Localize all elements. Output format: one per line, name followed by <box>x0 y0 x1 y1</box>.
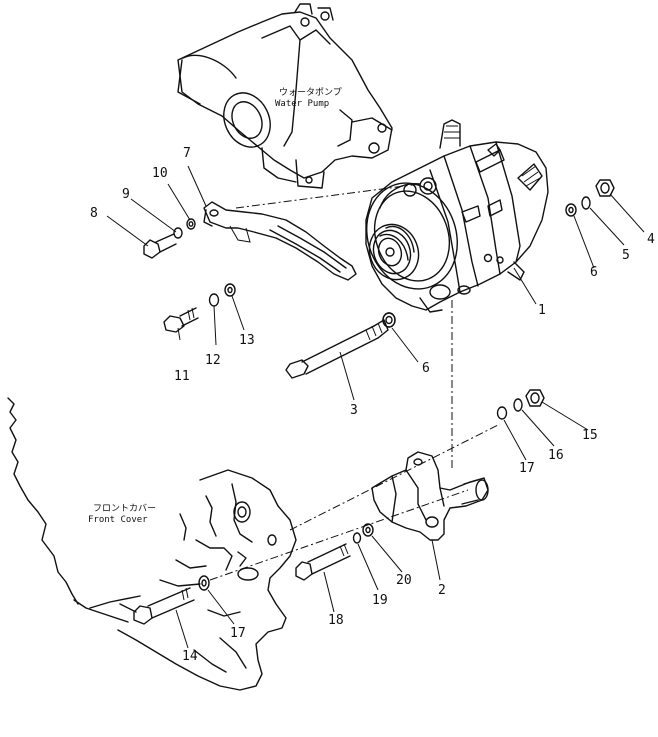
washer-12-drawing <box>208 293 220 307</box>
bolt-11-drawing <box>163 307 199 333</box>
front-cover-drawing <box>7 397 297 691</box>
water-pump-drawing <box>177 3 393 189</box>
callout-17-lower: 17 <box>230 626 246 641</box>
long-bolt-drawing <box>285 312 396 379</box>
bolt-8-drawing <box>143 233 177 259</box>
washer-17-upper-drawing <box>496 406 508 420</box>
nut-4-drawing <box>595 179 615 197</box>
callout-15: 15 <box>582 428 598 443</box>
callout-3: 3 <box>350 403 358 418</box>
water-pump-label-jp: ウォータポンプ <box>279 87 342 98</box>
callout-4: 4 <box>647 232 655 247</box>
washer-13-drawing <box>224 283 236 297</box>
callout-16: 16 <box>548 448 564 463</box>
callout-1: 1 <box>538 303 546 318</box>
callout-14: 14 <box>182 649 198 664</box>
washer-5-drawing <box>581 196 591 210</box>
callout-7: 7 <box>183 146 191 161</box>
callout-13: 13 <box>239 333 255 348</box>
callout-19: 19 <box>372 593 388 608</box>
front-cover-label-en: Front Cover <box>88 515 148 525</box>
callout-18: 18 <box>328 613 344 628</box>
washer-6-lower-drawing <box>382 312 396 328</box>
washer-17-lower-drawing <box>198 575 210 591</box>
front-cover-label-jp: フロントカバー <box>93 503 156 514</box>
callout-6-upper: 6 <box>590 265 598 280</box>
callout-10: 10 <box>152 166 168 181</box>
bolt-14-drawing <box>133 587 195 625</box>
callout-2: 2 <box>438 583 446 598</box>
washer-19-drawing <box>352 532 362 544</box>
washer-9-drawing <box>173 227 183 239</box>
washer-16-drawing <box>513 398 523 412</box>
nut-15-drawing <box>525 389 545 407</box>
water-pump-label-en: Water Pump <box>275 99 329 109</box>
washer-20-drawing <box>362 523 374 537</box>
adjust-bar-drawing <box>203 201 357 281</box>
leader-lines <box>106 165 645 649</box>
bolt-18-drawing <box>295 543 351 581</box>
callout-11: 11 <box>174 369 190 384</box>
callout-17-upper: 17 <box>519 461 535 476</box>
callout-5: 5 <box>622 248 630 263</box>
washer-10-drawing <box>186 218 196 230</box>
callout-8: 8 <box>90 206 98 221</box>
alternator-drawing <box>365 119 549 313</box>
washer-6-upper-drawing <box>565 203 577 217</box>
bracket-drawing <box>371 451 489 541</box>
callout-12: 12 <box>205 353 221 368</box>
callout-20: 20 <box>396 573 412 588</box>
callout-6-lower: 6 <box>422 361 430 376</box>
callout-9: 9 <box>122 187 130 202</box>
